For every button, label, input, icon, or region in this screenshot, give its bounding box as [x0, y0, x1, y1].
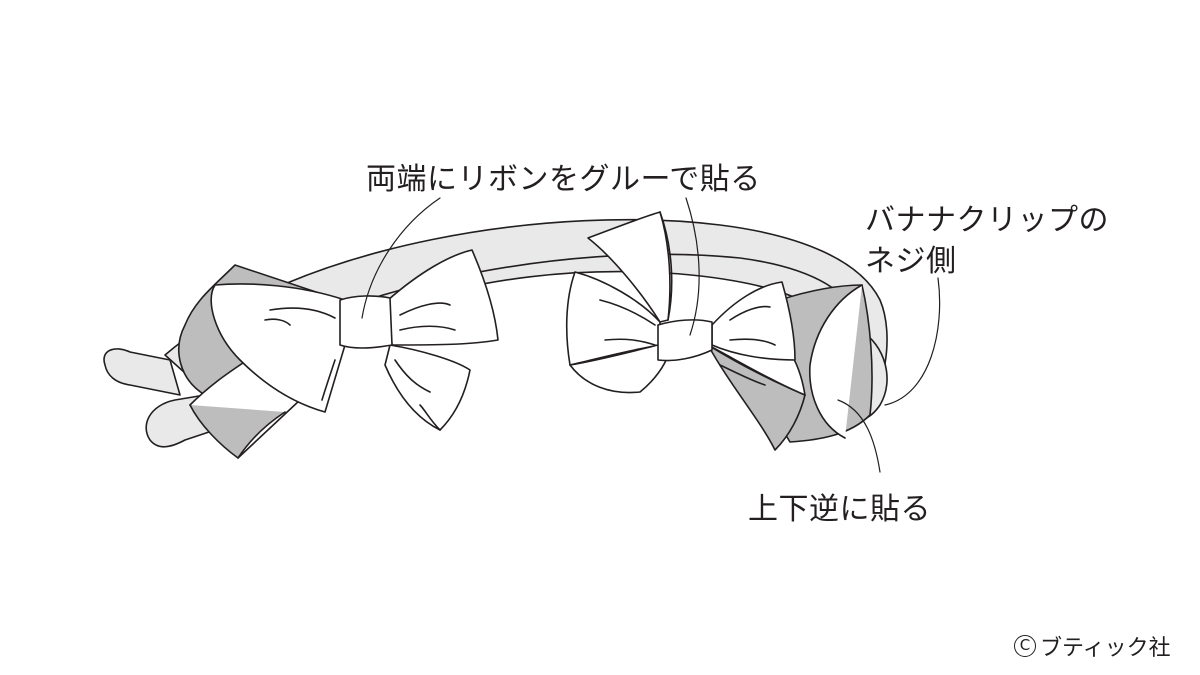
label-screw-side-line1: バナナクリップの: [865, 203, 1109, 238]
right-bow-lower-left-loop: [569, 344, 669, 394]
right-bow: [565, 211, 873, 451]
leader-glue-left: [361, 197, 441, 319]
left-bow-upper-left-loop: [210, 283, 346, 413]
right-bow-knot: [657, 319, 713, 362]
leader-glue-right: [685, 197, 700, 336]
right-bow-top-loop: [587, 211, 671, 323]
clip-prong-upper: [103, 348, 181, 396]
right-bow-upper-left-loop: [565, 271, 661, 366]
left-bow-lower-right-loop: [384, 344, 471, 431]
publisher-name: ブティック社: [1040, 636, 1171, 661]
right-bow-upper-right-loop: [711, 281, 796, 361]
copyright-icon: C: [1014, 635, 1036, 657]
label-upside-down: 上下逆に貼る: [748, 492, 931, 527]
left-bow-upper-right-loop: [387, 249, 499, 346]
label-glue-both-ends: 両端にリボンをグルーで貼る: [366, 162, 761, 197]
leader-screw-side: [884, 277, 941, 406]
left-bow-knot: [339, 295, 393, 349]
label-screw-side-line2: ネジ側: [865, 244, 957, 279]
left-bow: [178, 249, 499, 459]
leader-lines: [361, 197, 941, 473]
leader-upside-down: [837, 399, 881, 473]
publisher-credit: C ブティック社: [1014, 630, 1171, 662]
